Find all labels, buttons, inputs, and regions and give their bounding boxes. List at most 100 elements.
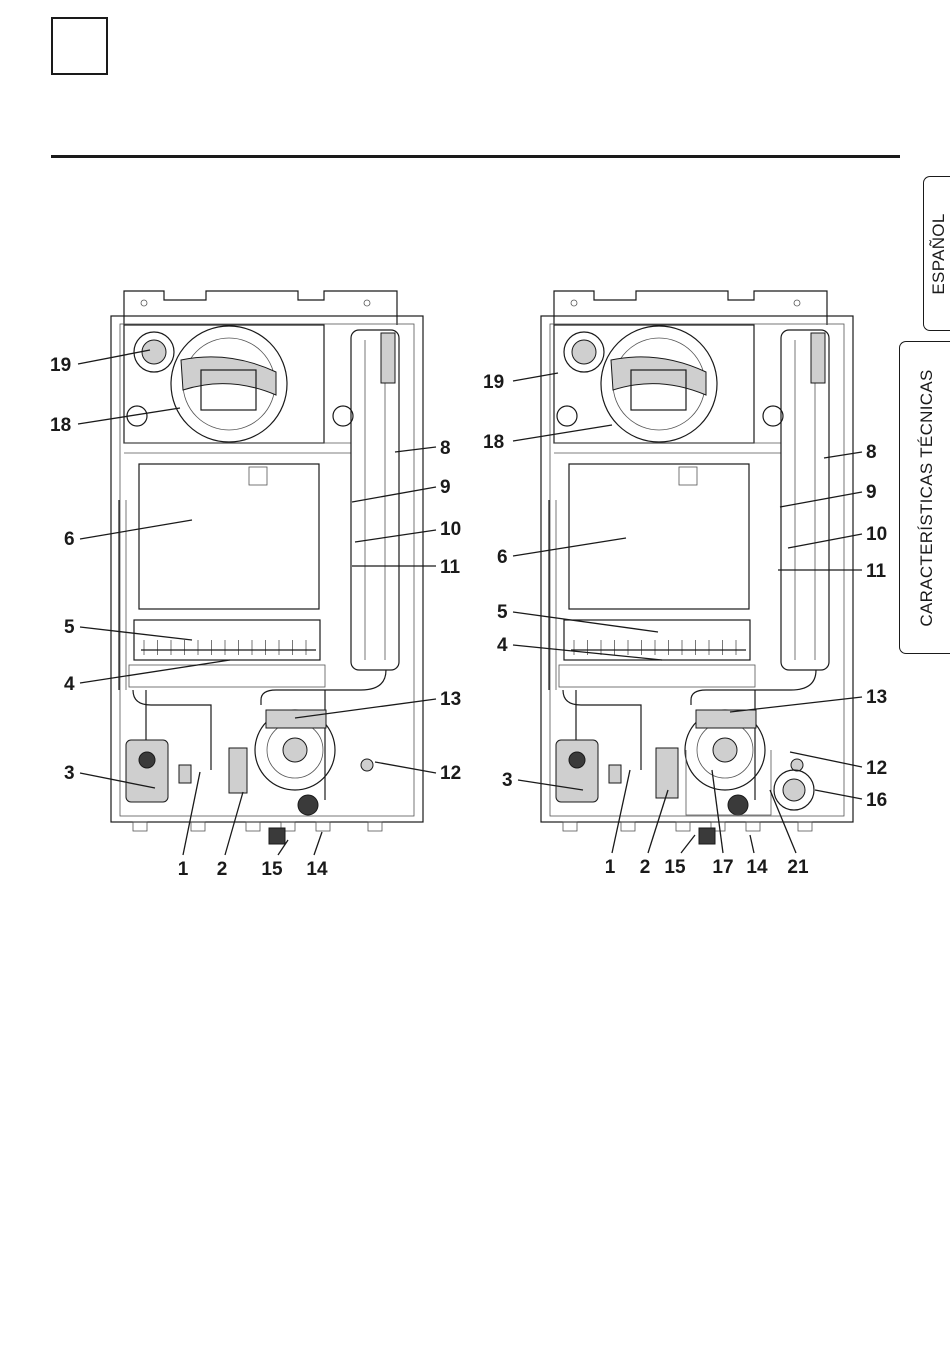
callout-number: 13 — [440, 689, 461, 710]
callout-number: 15 — [664, 857, 686, 878]
bottom-fitting — [316, 822, 330, 831]
callout-number: 21 — [787, 857, 809, 878]
chamber-label — [249, 467, 267, 485]
gas-valve — [126, 740, 168, 802]
callout-number: 18 — [483, 432, 504, 453]
bracket-hole — [141, 300, 147, 306]
callout-number: 13 — [866, 687, 887, 708]
callout-leader-line — [513, 425, 612, 441]
callout-leader-line — [780, 492, 862, 507]
gas-connection — [699, 828, 715, 844]
return-pipe — [691, 670, 816, 705]
callout-number: 10 — [866, 524, 887, 545]
boiler-right-callouts: 191889610115413312161215171421 — [483, 372, 887, 878]
drain-valve — [298, 795, 318, 815]
callout-leader-line — [513, 373, 558, 381]
callout-leader-line — [815, 790, 862, 799]
callout-leader-line — [80, 627, 192, 640]
bottom-fitting — [368, 822, 382, 831]
diverter-valve — [656, 748, 678, 798]
callout-leader-line — [295, 699, 436, 718]
callout-leader-line — [824, 452, 862, 458]
callout-number: 5 — [497, 602, 508, 623]
callout-number: 19 — [483, 372, 504, 393]
boiler-left-drawing — [111, 291, 423, 844]
flow-sensor — [229, 748, 247, 793]
callout-leader-line — [355, 530, 436, 542]
callout-number: 11 — [866, 561, 887, 582]
callout-number: 16 — [866, 790, 887, 811]
fan-blade — [611, 357, 706, 395]
burner-base — [129, 665, 325, 687]
callout-leader-line — [314, 832, 322, 855]
bottom-fitting — [246, 822, 260, 831]
pump-core — [283, 738, 307, 762]
callout-number: 8 — [866, 442, 877, 463]
callout-leader-line — [78, 350, 150, 364]
callout-number: 1 — [178, 859, 189, 880]
bottom-fitting — [191, 822, 205, 831]
callout-number: 2 — [640, 857, 651, 878]
callout-number: 19 — [50, 355, 71, 376]
pump-core — [713, 738, 737, 762]
callout-number: 5 — [64, 617, 75, 638]
bottom-fitting — [621, 822, 635, 831]
air-pressure-switch-core — [142, 340, 166, 364]
callout-number: 4 — [497, 635, 508, 656]
callout-number: 11 — [440, 557, 461, 578]
combustion-chamber — [139, 464, 319, 609]
bracket-hole — [571, 300, 577, 306]
chamber-label — [679, 467, 697, 485]
callout-number: 2 — [217, 859, 228, 880]
fan-support — [124, 443, 351, 453]
callout-leader-line — [183, 772, 200, 855]
bottom-fitting — [746, 822, 760, 831]
pressure-gauge — [361, 759, 373, 771]
callout-leader-line — [225, 792, 243, 855]
gas-connection — [269, 828, 285, 844]
air-inlet-hole — [763, 406, 783, 426]
fan-blade — [181, 357, 276, 395]
callout-number: 1 — [605, 857, 616, 878]
callout-number: 14 — [746, 857, 768, 878]
callout-number: 18 — [50, 415, 71, 436]
return-pipe — [261, 670, 386, 705]
callout-number: 6 — [497, 547, 508, 568]
callout-number: 3 — [64, 763, 75, 784]
pressure-gauge — [791, 759, 803, 771]
plate-exchanger-valve-core — [783, 779, 805, 801]
bracket-hole — [794, 300, 800, 306]
air-inlet-hole — [333, 406, 353, 426]
air-pressure-switch-core — [572, 340, 596, 364]
vessel-valve — [381, 333, 395, 383]
bottom-fitting — [798, 822, 812, 831]
callout-number: 14 — [306, 859, 328, 880]
callout-number: 17 — [712, 857, 733, 878]
mounting-bracket — [554, 291, 827, 325]
pump-head — [266, 710, 326, 728]
callout-number: 10 — [440, 519, 461, 540]
drain-valve — [728, 795, 748, 815]
sensor-clip — [179, 765, 191, 783]
gas-valve-knob — [569, 752, 585, 768]
fan-support — [554, 443, 781, 453]
callout-leader-line — [730, 697, 862, 712]
bottom-fitting — [563, 822, 577, 831]
callout-number: 3 — [502, 770, 513, 791]
mounting-bracket — [124, 291, 397, 325]
sensor-clip — [609, 765, 621, 783]
pump-head — [696, 710, 756, 728]
gas-valve-knob — [139, 752, 155, 768]
callout-leader-line — [80, 520, 192, 539]
callout-number: 9 — [440, 477, 451, 498]
air-inlet-hole — [557, 406, 577, 426]
callout-number: 9 — [866, 482, 877, 503]
callout-leader-line — [750, 835, 754, 853]
bottom-fitting — [133, 822, 147, 831]
vessel-valve — [811, 333, 825, 383]
callout-number: 12 — [440, 763, 461, 784]
combustion-chamber — [569, 464, 749, 609]
gas-valve — [556, 740, 598, 802]
callout-number: 4 — [64, 674, 75, 695]
